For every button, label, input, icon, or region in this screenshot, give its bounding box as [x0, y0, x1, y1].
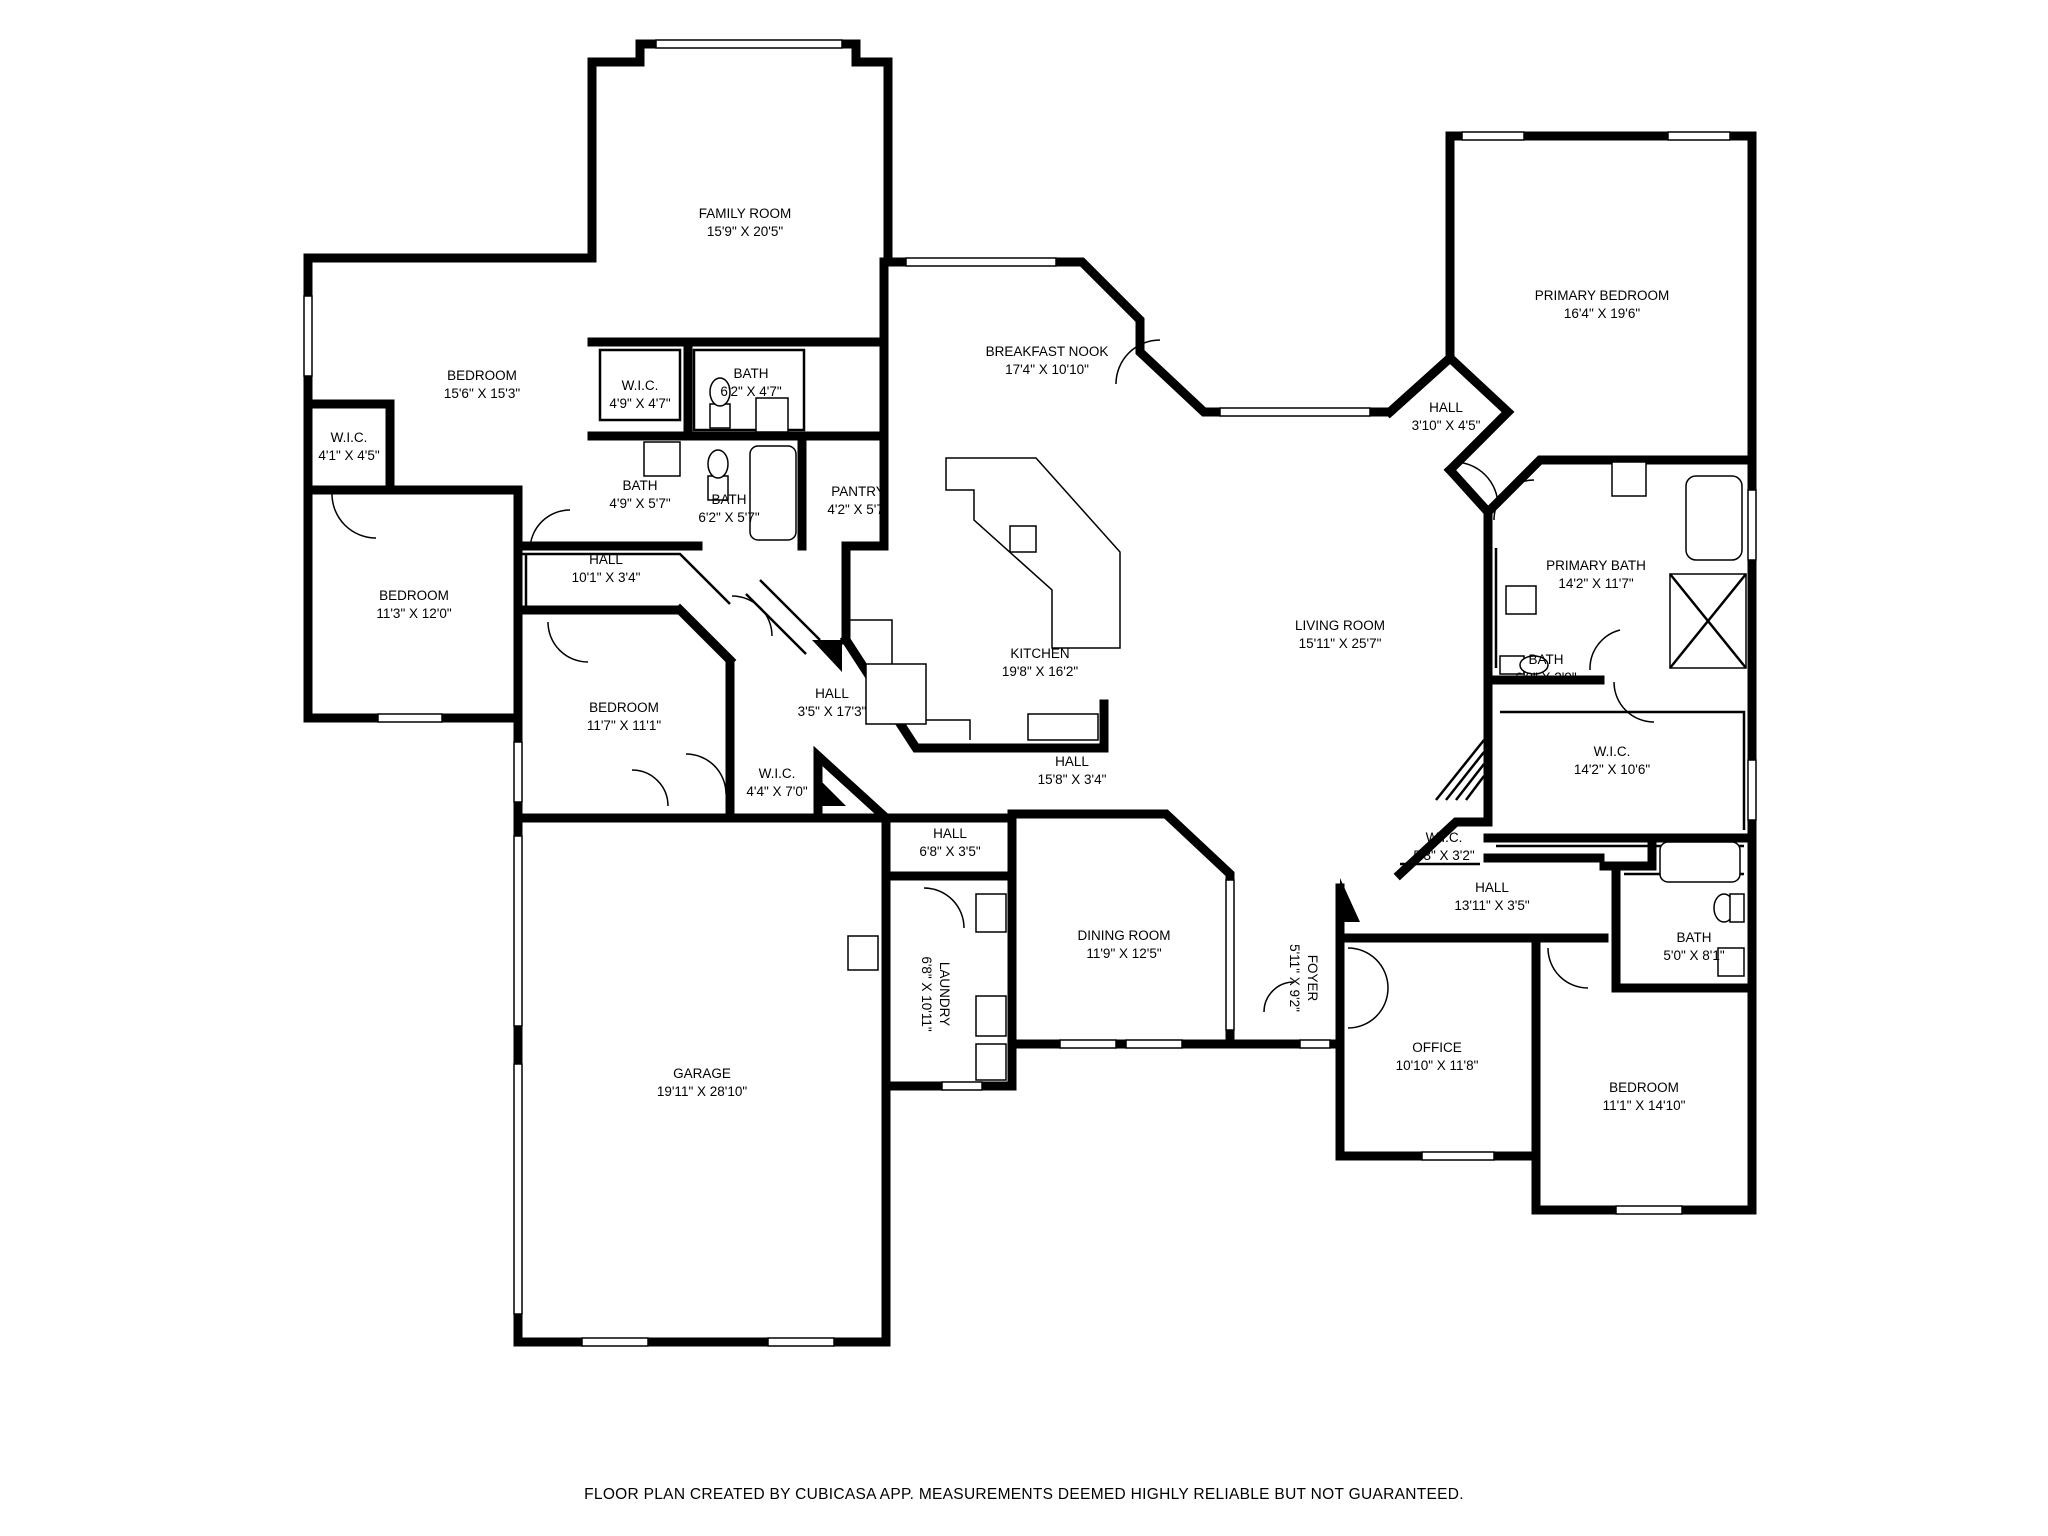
room-dims: 6'8" X 3'5": [919, 844, 980, 859]
bathtub-icon: [1659, 841, 1741, 883]
room-dims: 13'11" X 3'5": [1454, 898, 1529, 913]
room-dims: 15'9" X 20'5": [707, 224, 784, 239]
room-dims: 11'3" X 12'0": [376, 606, 451, 621]
room-dims: 4'1" X 4'5": [318, 448, 379, 463]
room-name: LAUNDRY: [937, 962, 952, 1026]
sink-icon: [1611, 461, 1647, 497]
room-name: W.I.C.: [1594, 744, 1631, 759]
room-dims: 3'10" X 4'5": [1412, 418, 1481, 433]
room-name: BREAKFAST NOOK: [986, 344, 1109, 359]
room-name: BATH: [733, 366, 768, 381]
toilet-icon: [709, 377, 731, 429]
shower-icon: [1669, 573, 1747, 669]
room-name: BATH: [622, 478, 657, 493]
room-name: W.I.C.: [1426, 830, 1463, 845]
room-name: DINING ROOM: [1078, 928, 1171, 943]
toilet-icon: [1713, 893, 1745, 923]
room-name: BATH: [711, 492, 746, 507]
room-name: BEDROOM: [1609, 1080, 1679, 1095]
windows: [303, 39, 1757, 1347]
walls: [303, 39, 1757, 1347]
room-name: OFFICE: [1412, 1040, 1462, 1055]
room-name: W.I.C.: [622, 378, 659, 393]
room-name: BEDROOM: [447, 368, 517, 383]
room-dims: 15'11" X 25'7": [1299, 636, 1382, 651]
room-dims: 14'2" X 10'6": [1574, 762, 1651, 777]
toilet-icon: [707, 449, 729, 501]
toilet-icon: [1499, 655, 1549, 675]
footer-disclaimer: FLOOR PLAN CREATED BY CUBICASA APP. MEAS…: [584, 1486, 1464, 1503]
room-dims: 19'11" X 28'10": [657, 1084, 748, 1099]
room-dims: 5'11" X 9'2": [1287, 944, 1302, 1012]
room-name: HALL: [1475, 880, 1509, 895]
room-name: PRIMARY BATH: [1546, 558, 1646, 573]
room-dims: 5'3" X 3'2": [1413, 848, 1474, 863]
dryer-icon: [975, 1043, 1007, 1081]
room-dims: 6'8" X 10'11": [919, 956, 934, 1031]
room-name: BATH: [1528, 652, 1563, 667]
room-name: HALL: [933, 826, 967, 841]
room-name: KITCHEN: [1010, 646, 1069, 661]
room-name: GARAGE: [673, 1066, 731, 1081]
room-dims: 11'9" X 12'5": [1086, 946, 1161, 961]
doors: [331, 339, 1655, 1029]
room-name: FAMILY ROOM: [699, 206, 792, 221]
room-name: W.I.C.: [759, 766, 796, 781]
room-dims: 4'9" X 5'7": [609, 496, 670, 511]
sink-icon: [1505, 585, 1537, 615]
room-name: BEDROOM: [379, 588, 449, 603]
room-dims: 6'2" X 5'7": [698, 510, 759, 525]
room-dims: 16'4" X 19'6": [1564, 306, 1641, 321]
interior-lines: [522, 348, 1746, 876]
room-labels: FAMILY ROOM 15'9" X 20'5" BEDROOM 15'6" …: [318, 206, 1724, 1113]
room-dims: 15'6" X 15'3": [444, 386, 521, 401]
room-dims: 10'1" X 3'4": [572, 570, 641, 585]
solid-columns: [812, 640, 1360, 922]
sink-icon: [1717, 947, 1745, 977]
room-dims: 17'4" X 10'10": [1005, 362, 1089, 377]
room-name: PANTRY: [831, 484, 885, 499]
room-dims: 4'4" X 7'0": [746, 784, 807, 799]
room-dims: 6'2" X 4'7": [720, 384, 781, 399]
room-dims: 4'2" X 5'7": [827, 502, 888, 517]
room-dims: 5'0" X 8'1": [1663, 948, 1724, 963]
bathtub-icon: [1685, 475, 1743, 561]
room-dims: 19'8" X 16'2": [1002, 664, 1079, 679]
room-name: W.I.C.: [331, 430, 368, 445]
bathtub-icon: [749, 445, 797, 541]
room-name: LIVING ROOM: [1295, 618, 1385, 633]
room-dims: 10'10" X 11'8": [1396, 1058, 1479, 1073]
stove-icon: [865, 663, 927, 725]
room-dims: 11'7" X 11'1": [587, 718, 661, 733]
room-dims: 4'9" X 4'7": [609, 396, 670, 411]
room-dims: 6'0" X 2'9": [1515, 670, 1576, 685]
fixtures: [643, 377, 1747, 1081]
room-name: BATH: [1676, 930, 1711, 945]
washer-icon: [975, 995, 1007, 1037]
sink-icon: [643, 441, 681, 477]
room-dims: 3'5" X 17'3": [798, 704, 867, 719]
kitchen-island: [945, 457, 1121, 649]
stairs-icon: [1435, 739, 1485, 801]
room-name: HALL: [1429, 400, 1463, 415]
room-name: HALL: [1055, 754, 1089, 769]
room-name: FOYER: [1305, 955, 1320, 1002]
room-name: HALL: [815, 686, 849, 701]
room-dims: 14'2" X 11'7": [1558, 576, 1633, 591]
sink-icon: [755, 397, 789, 433]
room-name: PRIMARY BEDROOM: [1535, 288, 1670, 303]
room-name: BEDROOM: [589, 700, 659, 715]
room-dims: 15'8" X 3'4": [1038, 772, 1107, 787]
room-dims: 11'1" X 14'10": [1603, 1098, 1686, 1113]
room-name: HALL: [589, 552, 623, 567]
